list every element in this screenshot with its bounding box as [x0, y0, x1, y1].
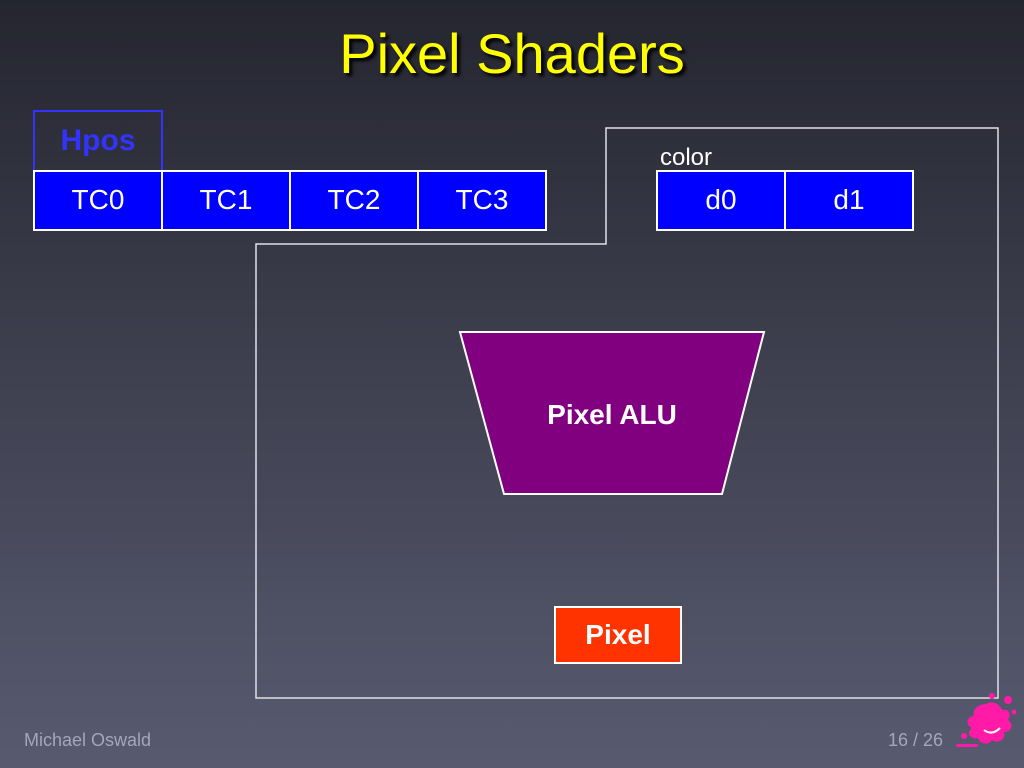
- tc2-label: TC2: [327, 184, 381, 215]
- color-label: color: [660, 144, 713, 171]
- tc3-label: TC3: [455, 184, 509, 215]
- slide-title: Pixel Shaders: [339, 22, 685, 85]
- tc0-label: TC0: [71, 184, 125, 215]
- paint-splat-logo-icon: [956, 693, 1017, 747]
- pixel-output-box: Pixel: [554, 606, 682, 664]
- pixel-alu-label: Pixel ALU: [547, 399, 677, 430]
- footer-page-number: 16 / 26: [888, 730, 944, 750]
- tc0-register-box: [33, 170, 163, 231]
- pixel-alu-shape: [458, 331, 766, 495]
- footer-author: Michael Oswald: [24, 730, 152, 750]
- d1-register-box: [784, 170, 914, 231]
- tc1-register-box: [161, 170, 291, 231]
- hpos-label: Hpos: [60, 124, 136, 157]
- tc3-register-box: [417, 170, 547, 231]
- d0-label: d0: [705, 184, 737, 215]
- shader-unit-outline: [255, 127, 999, 699]
- d1-label: d1: [833, 184, 865, 215]
- tc1-label: TC1: [199, 184, 253, 215]
